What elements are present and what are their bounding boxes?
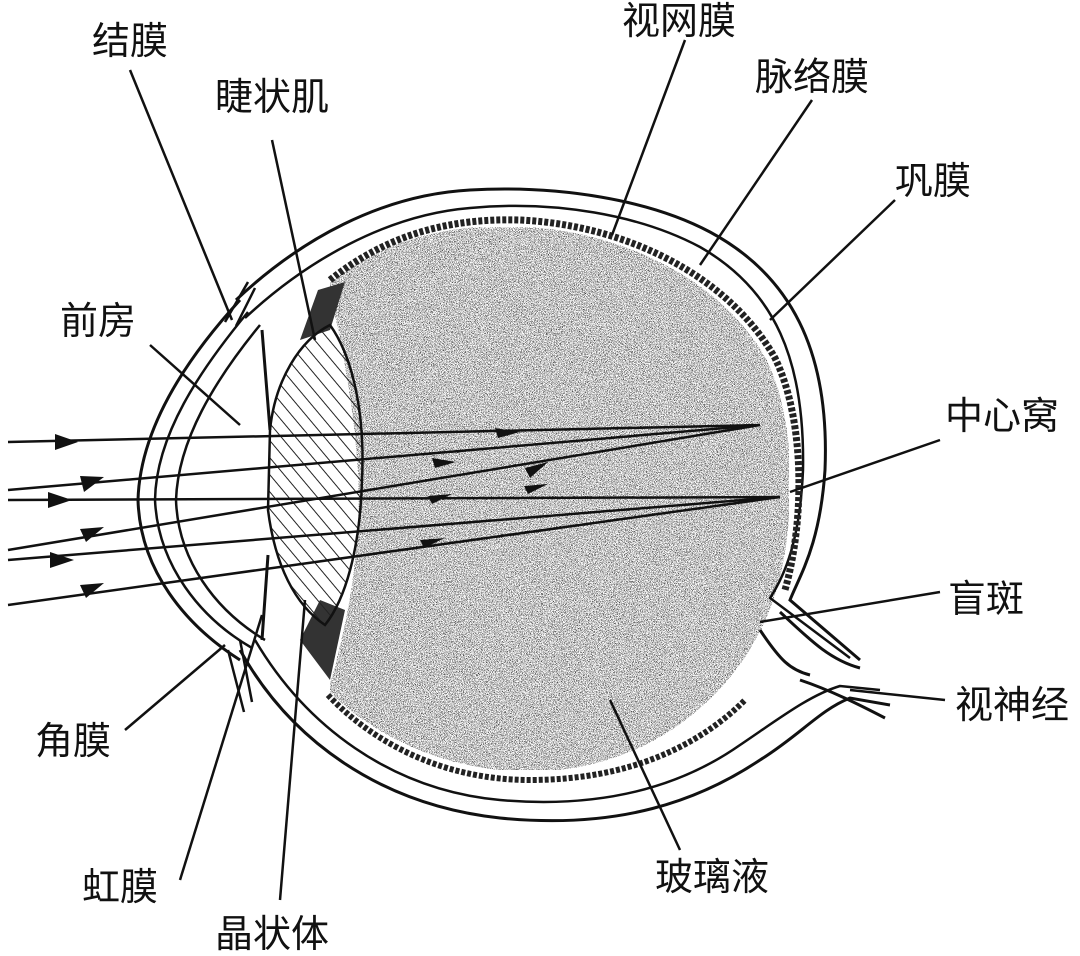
label-iris: 虹膜 — [82, 868, 158, 906]
label-choroid: 脉络膜 — [755, 58, 869, 96]
lens — [268, 325, 363, 625]
label-sclera: 巩膜 — [895, 162, 971, 200]
label-vitreous-body: 玻璃液 — [655, 858, 769, 896]
label-lens: 晶状体 — [215, 915, 329, 953]
label-blind-spot: 盲斑 — [948, 580, 1024, 618]
label-ciliary-muscle: 睫状肌 — [215, 78, 329, 116]
label-fovea: 中心窝 — [945, 397, 1059, 435]
label-anterior-chamber: 前房 — [60, 302, 136, 340]
label-conjunctiva: 结膜 — [92, 22, 168, 60]
label-cornea: 角膜 — [35, 722, 111, 760]
label-retina: 视网膜 — [622, 2, 736, 40]
cornea-outer — [138, 300, 240, 660]
label-optic-nerve: 视神经 — [955, 686, 1069, 724]
